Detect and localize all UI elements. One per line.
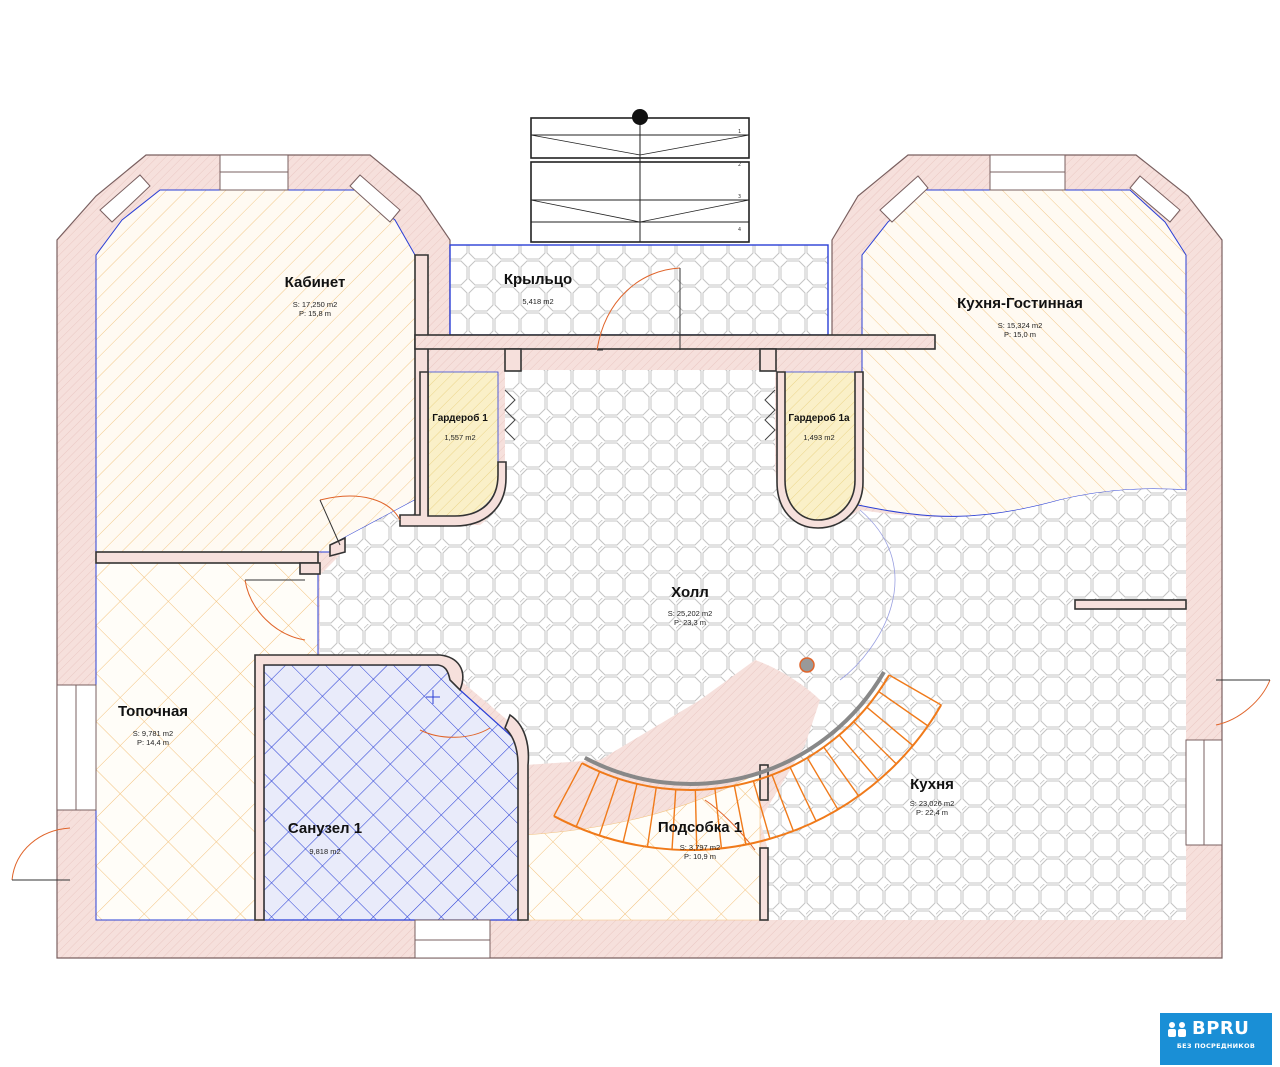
- room-area: S: 15,324 m2: [998, 321, 1043, 330]
- garderob1a-floor: [784, 371, 856, 521]
- stair-tread: [575, 771, 601, 828]
- room-name: Кабинет: [285, 274, 346, 291]
- step-label: 4: [738, 227, 741, 233]
- stair-post: [799, 657, 815, 673]
- stair-tread: [752, 780, 771, 839]
- wardrobe-folding-doors: [504, 389, 776, 441]
- stair-handrail: [583, 670, 886, 786]
- room-area: 1,557 m2: [444, 433, 475, 442]
- stair-tread: [789, 766, 817, 822]
- room-labels: Кабинет S: 17,250 m2 P: 15,8 m Крыльцо 5…: [118, 271, 1083, 861]
- logo-tagline: БЕЗ ПОСРЕДНИКОВ: [1176, 1042, 1256, 1050]
- room-area: S: 17,250 m2: [293, 300, 338, 309]
- stair-tread: [771, 774, 795, 832]
- room-perimeter: P: 10,9 m: [684, 852, 716, 861]
- kuhnya-gostinnaya-floor: [857, 189, 1187, 517]
- interior-walls: [95, 254, 1187, 921]
- room-name: Крыльцо: [504, 271, 572, 288]
- room-name: Подсобка 1: [658, 819, 742, 836]
- room-name: Гардероб 1: [432, 412, 488, 424]
- holl-floor: [320, 370, 1186, 920]
- doors: [11, 267, 1271, 881]
- room-area: S: 25,202 m2: [668, 609, 713, 618]
- room-area: S: 3,797 m2: [680, 843, 720, 852]
- stair-tread: [694, 789, 698, 850]
- stair-tread: [888, 674, 942, 706]
- step-label: 2: [738, 162, 741, 168]
- stair-rail: [581, 674, 891, 791]
- stair-tread: [853, 721, 897, 765]
- room-perimeter: P: 15,0 m: [1004, 330, 1036, 339]
- step-label: 1: [738, 129, 741, 135]
- stair-tread: [622, 783, 638, 843]
- stair-tread: [671, 789, 677, 850]
- logo-brand-text: BPRU: [1192, 1018, 1250, 1039]
- windows: [56, 154, 1223, 959]
- garderob1-floor: [427, 371, 499, 517]
- stair-tread: [823, 746, 860, 797]
- room-area: 5,418 m2: [522, 297, 553, 306]
- people-icon: [1166, 1020, 1188, 1038]
- room-area: 9,818 m2: [309, 847, 340, 856]
- stair-tread: [714, 788, 723, 849]
- stair-tread: [866, 706, 914, 747]
- logo-brand: BPRU: [1166, 1018, 1266, 1039]
- room-perimeter: P: 22,4 m: [916, 808, 948, 817]
- room-name: Кухня: [910, 776, 954, 793]
- bpru-logo: BPRU БЕЗ ПОСРЕДНИКОВ: [1160, 1013, 1272, 1065]
- stair-tread: [598, 778, 619, 836]
- room-perimeter: P: 23,3 m: [674, 618, 706, 627]
- room-area: S: 23,026 m2: [910, 799, 955, 808]
- stair-tread: [878, 690, 929, 727]
- entrance-steps: 1 2 3 4: [530, 109, 750, 243]
- room-area: S: 9,781 m2: [133, 729, 173, 738]
- stair-tread: [806, 757, 839, 810]
- crosshair-mark: [426, 690, 440, 704]
- room-name: Холл: [671, 584, 709, 601]
- stair-tread: [838, 734, 879, 782]
- stair-tread: [553, 762, 583, 817]
- room-perimeter: P: 14,4 m: [137, 738, 169, 747]
- room-perimeter: P: 15,8 m: [299, 309, 331, 318]
- step-label: 3: [738, 194, 741, 200]
- room-name: Гардероб 1а: [788, 412, 850, 424]
- room-name: Кухня-Гостинная: [957, 295, 1083, 312]
- room-name: Санузел 1: [288, 820, 362, 837]
- room-name: Топочная: [118, 703, 188, 720]
- room-area: 1,493 m2: [803, 433, 834, 442]
- stair-tread: [733, 785, 747, 845]
- stair-tread: [646, 787, 657, 847]
- krylco-floor: [449, 244, 829, 336]
- spiral-staircase: [553, 670, 943, 851]
